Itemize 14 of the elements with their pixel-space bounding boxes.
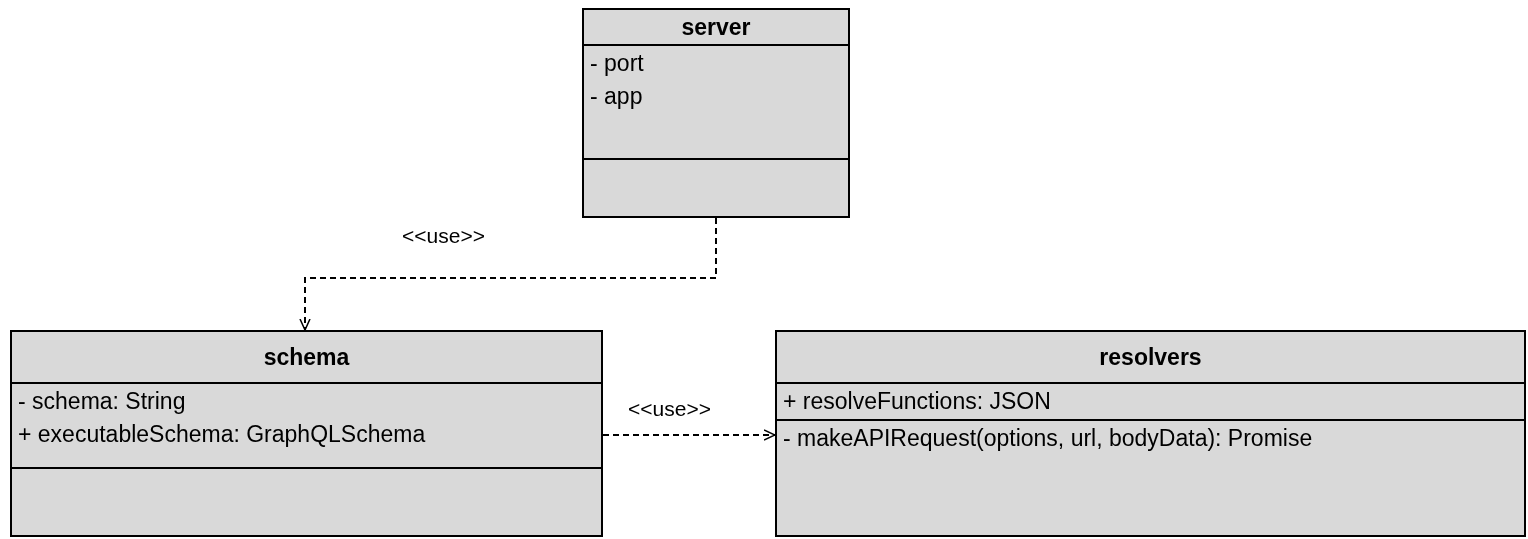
class-member: - schema: String <box>18 388 187 415</box>
class-member: - makeAPIRequest(options, url, bodyData): Promise <box>783 425 1314 452</box>
class-box <box>10 330 603 537</box>
class-name: resolvers <box>1099 343 1202 371</box>
class-member: + resolveFunctions: JSON <box>783 388 1052 415</box>
class-name: server <box>681 13 751 41</box>
class-box <box>775 330 1526 537</box>
class-box <box>582 8 850 218</box>
class-member: - app <box>590 83 644 110</box>
class-member: - port <box>590 50 645 77</box>
class-name: schema <box>263 343 350 371</box>
dependency-arrow <box>602 429 776 441</box>
dependency-arrow <box>299 217 717 331</box>
class-member: + executableSchema: GraphQLSchema <box>18 421 427 448</box>
